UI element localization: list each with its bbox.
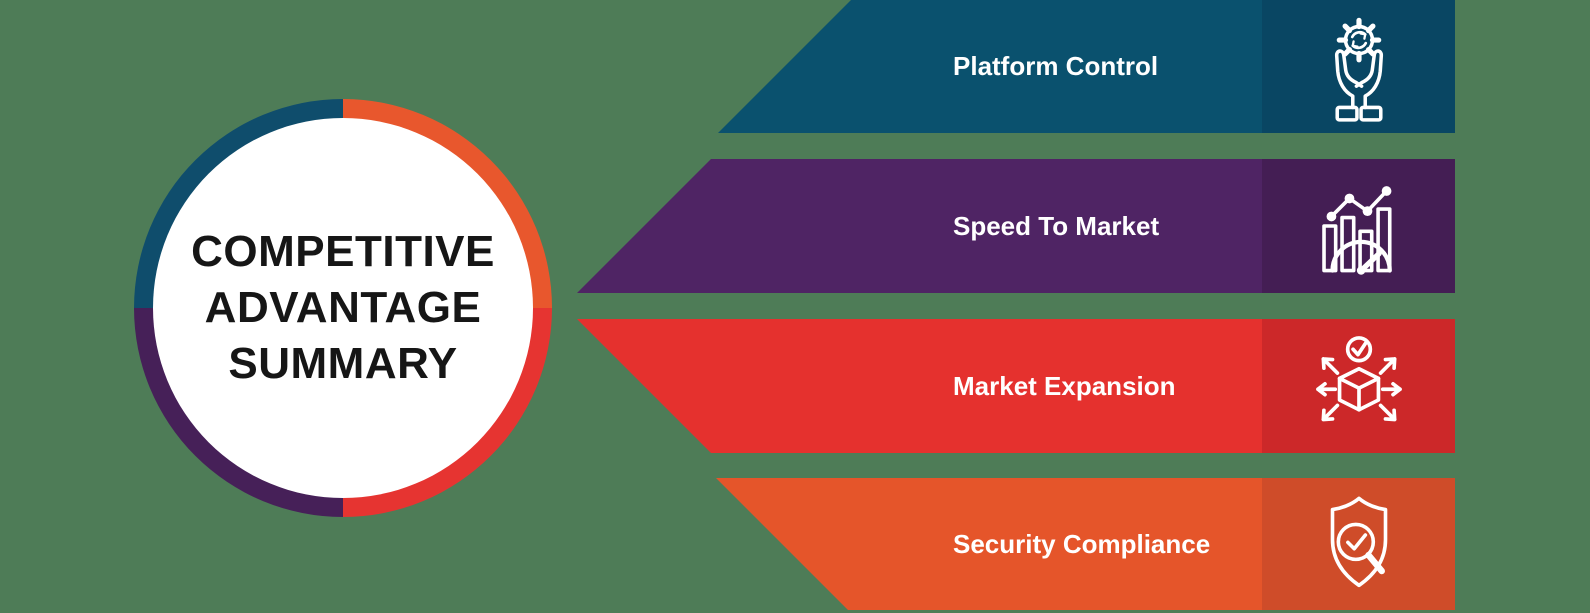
cube-expansion-arrows-icon [1315, 336, 1402, 422]
security-compliance-bar: Security Compliance [716, 478, 1455, 610]
platform-control-icon-box [1262, 0, 1455, 133]
platform-control-bar: Platform Control [718, 0, 1455, 133]
summary-circle: COMPETITIVE ADVANTAGE SUMMARY [153, 118, 533, 498]
bar-label: Speed To Market [953, 210, 1160, 241]
speed-to-market-bar: Speed To Market [577, 159, 1455, 293]
security-compliance-icon-box [1262, 478, 1455, 610]
growth-speedometer-icon [1321, 186, 1392, 275]
shield-magnifier-check-icon [1330, 496, 1387, 588]
summary-circle-ring: COMPETITIVE ADVANTAGE SUMMARY [134, 99, 552, 517]
bar-label: Security Compliance [953, 528, 1211, 559]
circle-title-line-1: COMPETITIVE [191, 227, 495, 276]
bar-label: Market Expansion [953, 370, 1176, 401]
hands-gear-sync-icon [1334, 17, 1383, 122]
circle-title-line-3: SUMMARY [228, 339, 458, 388]
market-expansion-bar: Market Expansion [577, 319, 1455, 453]
circle-title-line-2: ADVANTAGE [204, 283, 482, 332]
speed-to-market-icon-box [1262, 159, 1455, 293]
bar-label: Platform Control [953, 51, 1159, 81]
market-expansion-icon-box [1262, 319, 1455, 453]
